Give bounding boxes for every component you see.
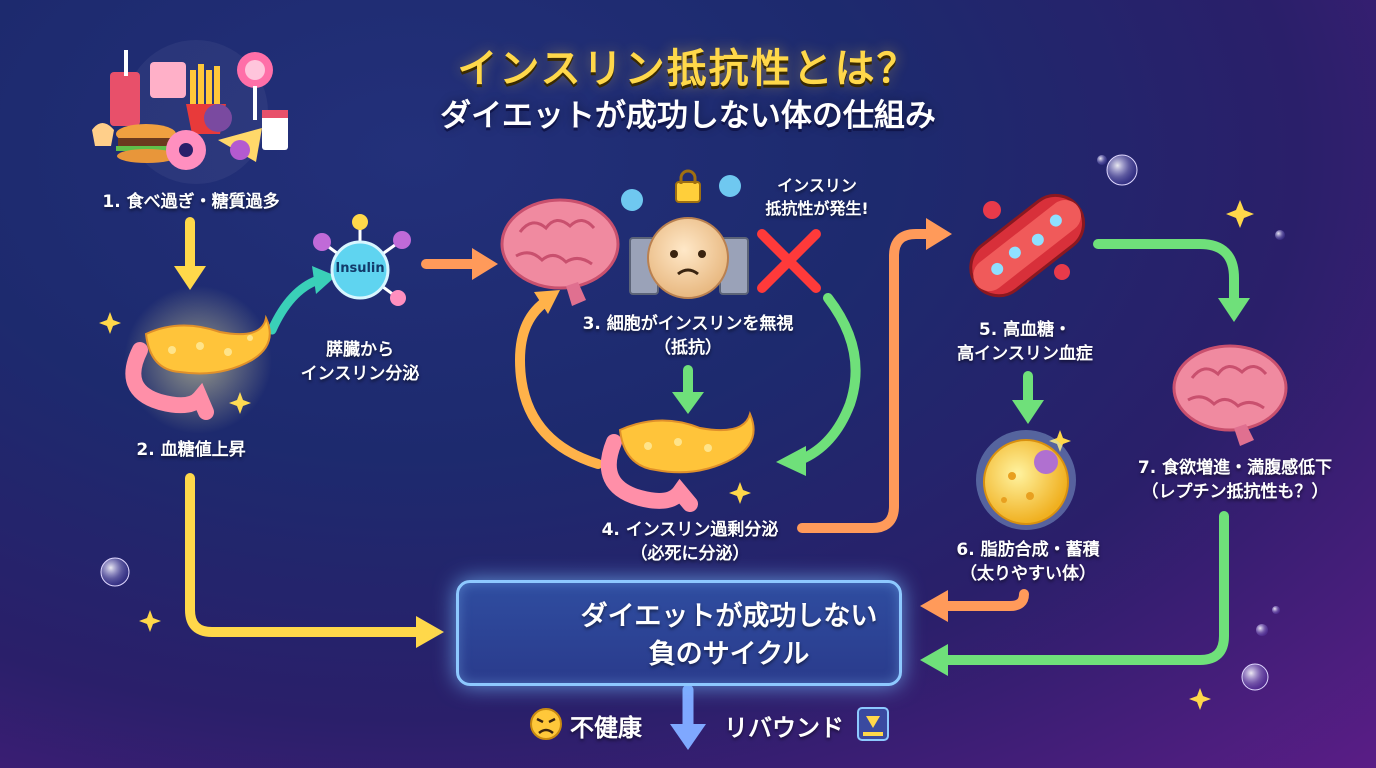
pancreas-icon-2 xyxy=(600,410,755,512)
negative-cycle-box xyxy=(456,580,902,686)
fat-cell-icon xyxy=(976,430,1076,530)
outcome-rebound: リバウンド xyxy=(724,714,844,742)
step7-label: 7. 食欲増進・満腹感低下 （レプチン抵抗性も？） xyxy=(1137,458,1333,502)
step4-label: 4. インスリン過剰分泌 （必死に分泌） xyxy=(601,520,779,564)
step6-label: 6. 脂肪合成・蓄積 （太りやすい体） xyxy=(956,540,1100,584)
cell-lock-icon xyxy=(621,169,749,299)
negative-cycle-label: ダイエットが成功しない 負のサイクル xyxy=(580,601,878,670)
insulin-molecule-icon xyxy=(313,214,411,306)
brain-icon xyxy=(500,198,620,306)
rebound-icon xyxy=(857,707,889,741)
pancreas-icon xyxy=(124,286,272,434)
flow-arrows xyxy=(174,217,1250,750)
resistance-callout: インスリン 抵抗性が発生! xyxy=(765,176,869,218)
step3-label: 3. 細胞がインスリンを無視 （抵抗） xyxy=(582,314,794,358)
sad-face-icon xyxy=(530,708,562,740)
page-title: インスリン抵抗性とは？ xyxy=(457,46,919,92)
step1-label: 1. 食べ過ぎ・糖質過多 xyxy=(102,192,280,212)
outcome-unhealthy: 不健康 xyxy=(570,714,642,742)
junk-food-icon xyxy=(92,40,288,184)
brain-icon-2 xyxy=(1172,344,1288,446)
page-subtitle: ダイエットが成功しない体の仕組み xyxy=(440,98,936,134)
decor-bubbles xyxy=(100,154,1285,691)
blood-vessel-icon xyxy=(969,193,1086,298)
step5-label: 5. 高血糖・ 高インスリン血症 xyxy=(957,320,1093,364)
step2-label: 2. 血糖値上昇 xyxy=(136,440,246,460)
pancreas-secretion-label: 膵臓から インスリン分泌 xyxy=(300,340,420,384)
insulin-label: Insulin xyxy=(335,261,385,276)
red-cross-icon xyxy=(757,229,821,293)
